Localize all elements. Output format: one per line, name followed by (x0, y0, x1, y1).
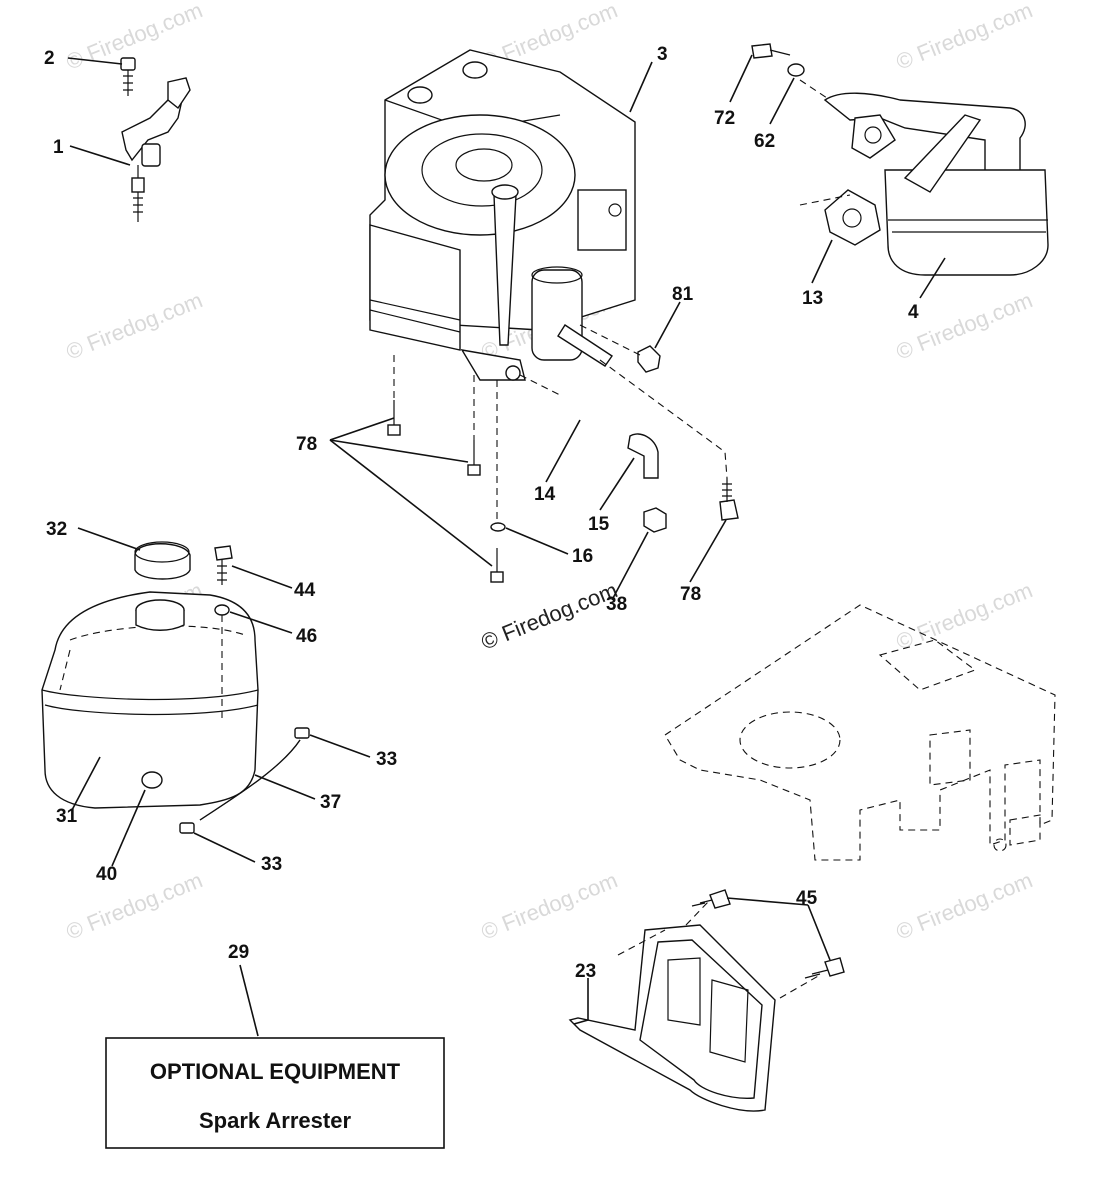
watermark: © Firedog.com (893, 867, 1036, 944)
callout-label: 2 (44, 48, 55, 69)
deflector-plate-part (568, 889, 845, 1112)
callout-label: 16 (572, 546, 593, 567)
watermark: © Firedog.com (893, 577, 1036, 654)
callout-label: 72 (714, 108, 735, 129)
callout-label: 15 (588, 514, 610, 535)
callout-label: 37 (320, 792, 341, 813)
fuel-tank-part (41, 541, 310, 834)
callout-label: 45 (796, 888, 818, 909)
muffler-part (751, 43, 1049, 276)
watermark: © Firedog.com (63, 287, 206, 364)
callout-label: 23 (575, 961, 596, 982)
callout-label: 78 (680, 584, 701, 605)
callout-label: 4 (908, 302, 919, 323)
watermark-main: © Firedog.com (478, 577, 621, 654)
watermark: © Firedog.com (893, 0, 1036, 75)
callout-label: 33 (261, 854, 282, 875)
callout-label: 78 (296, 434, 317, 455)
callout-label: 62 (754, 131, 775, 152)
optional-equipment-title: OPTIONAL EQUIPMENT (150, 1059, 401, 1084)
chassis-frame-part (664, 604, 1056, 861)
fuel-fittings-part (387, 324, 739, 583)
callout-label: 38 (606, 594, 627, 615)
callout-label: 32 (46, 519, 67, 540)
callout-label: 44 (294, 580, 316, 601)
engine-part (369, 49, 636, 381)
callout-label: 13 (802, 288, 823, 309)
callout-label: 3 (657, 44, 668, 65)
callout-label: 31 (56, 806, 78, 827)
optional-equipment-subtitle: Spark Arrester (199, 1108, 351, 1133)
callout-label: 1 (53, 137, 64, 158)
callout-label: 14 (534, 484, 556, 505)
optional-equipment-box: OPTIONAL EQUIPMENT Spark Arrester (105, 1037, 445, 1149)
throttle-control-part (120, 57, 191, 222)
leader-lines (67, 54, 946, 1037)
watermark: © Firedog.com (478, 867, 621, 944)
callout-label: 29 (228, 942, 249, 963)
callout-label: 46 (296, 626, 317, 647)
watermark: © Firedog.com (893, 287, 1036, 364)
callout-label: 33 (376, 749, 397, 770)
callout-label: 81 (672, 284, 694, 305)
callout-labels: 2 1 3 72 62 13 4 81 78 14 15 16 38 78 32… (44, 44, 919, 982)
watermark: © Firedog.com (63, 867, 206, 944)
callout-label: 40 (96, 864, 117, 885)
